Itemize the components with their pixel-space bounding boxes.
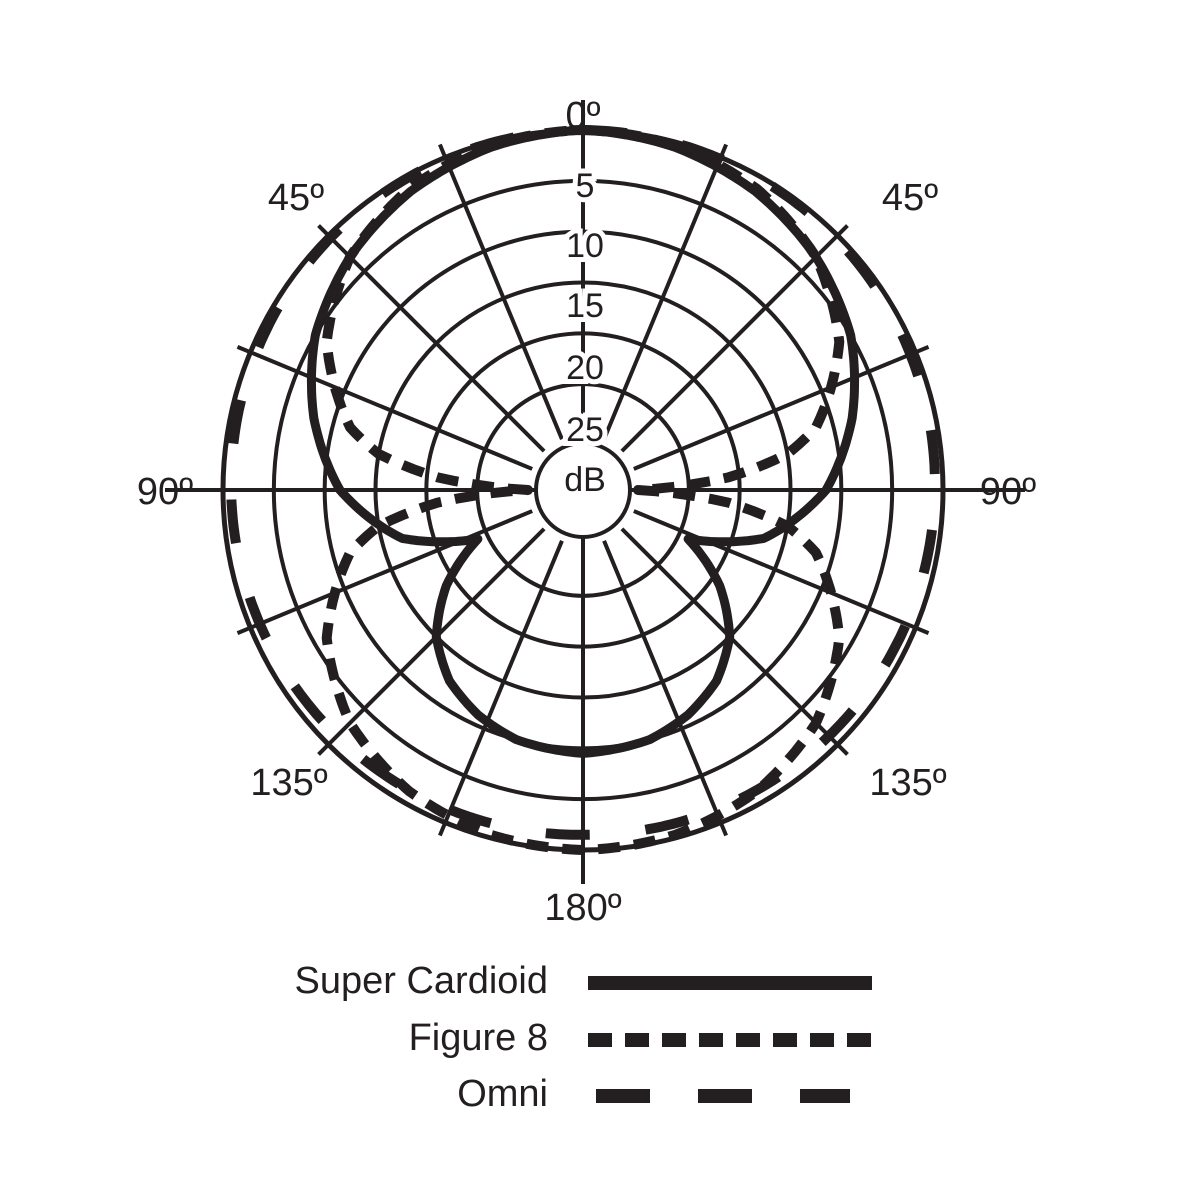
grid-spoke-13 <box>236 345 533 471</box>
legend-label-2: Omni <box>457 1073 548 1115</box>
center-disk <box>534 441 632 539</box>
grid-spoke-2 <box>620 224 849 453</box>
series-super-cardioid <box>306 125 860 758</box>
polar-labels: 0º 45º 45º 90º 90º 135º 135º 180º 5 10 15 20 25 dB <box>137 95 1036 929</box>
radial-tick-4: 25 <box>566 411 604 449</box>
series-figure-8 <box>321 125 845 855</box>
pattern-series <box>226 125 940 855</box>
angle-label-1: 45º <box>268 177 324 219</box>
angle-label-7: 180º <box>544 887 621 929</box>
grid-spoke-15 <box>438 143 564 440</box>
radial-tick-2: 15 <box>566 287 604 325</box>
angle-label-4: 90º <box>980 471 1036 513</box>
radial-tick-3: 20 <box>566 349 604 387</box>
grid-spoke-3 <box>633 345 930 471</box>
grid-spoke-5 <box>633 509 930 635</box>
grid-spoke-7 <box>602 540 728 837</box>
series-omni <box>226 125 940 840</box>
grid-spoke-14 <box>317 224 546 453</box>
polar-grid <box>165 100 1025 884</box>
angle-label-3: 90º <box>137 471 193 513</box>
grid-spoke-11 <box>236 509 533 635</box>
legend-label-0: Super Cardioid <box>295 960 548 1002</box>
grid-spoke-10 <box>317 527 546 756</box>
grid-spoke-1 <box>602 143 728 440</box>
radial-tick-0: 5 <box>576 167 595 205</box>
angle-label-6: 135º <box>869 762 946 804</box>
radial-tick-1: 10 <box>566 227 604 265</box>
angle-label-2: 45º <box>882 177 938 219</box>
legend-label-1: Figure 8 <box>409 1017 548 1059</box>
radial-tick-5: dB <box>564 461 606 499</box>
grid-spoke-9 <box>438 540 564 837</box>
angle-label-0: 0º <box>565 95 600 137</box>
grid-spoke-6 <box>620 527 849 756</box>
angle-label-5: 135º <box>250 762 327 804</box>
